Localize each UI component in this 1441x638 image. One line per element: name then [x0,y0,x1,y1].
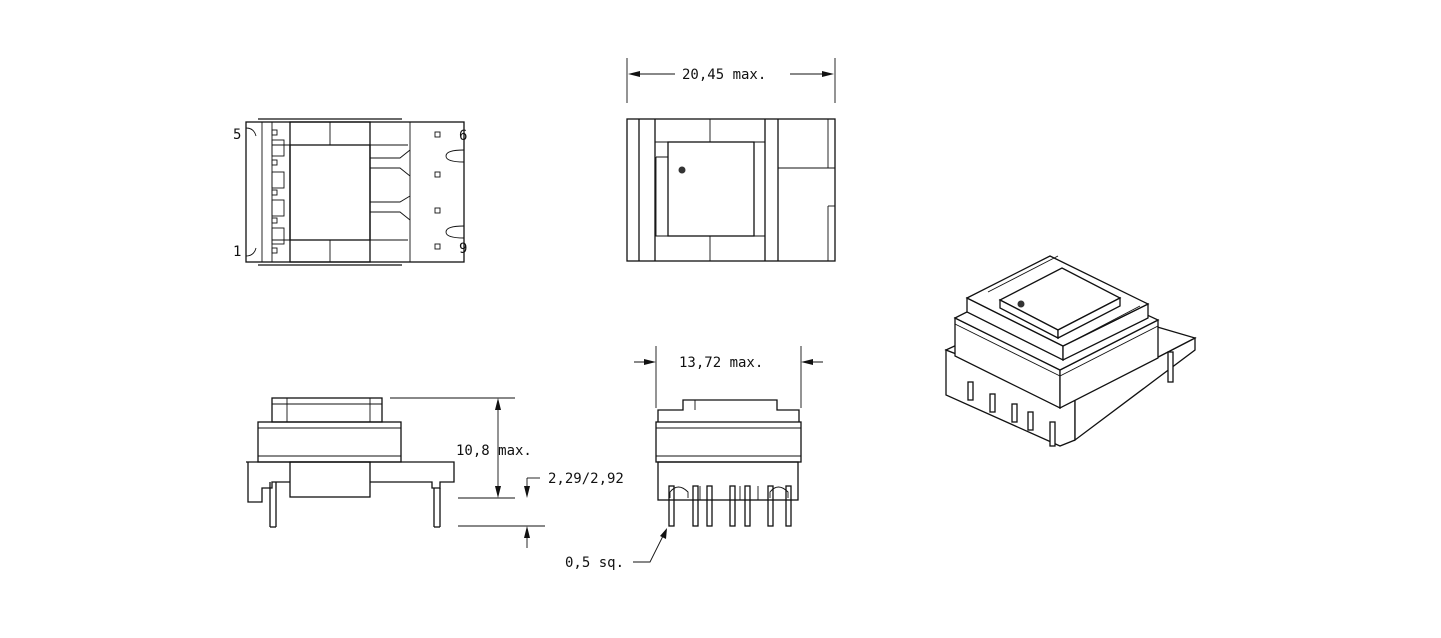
pin-label-1: 1 [233,244,241,260]
bottom-view-outline [245,121,465,263]
right-pin-row [370,122,465,262]
iso-pin1-marker-dot [1017,300,1025,308]
front-view: 10,8 max. 2,29/2,92 [246,397,624,548]
isometric-view [944,255,1197,447]
pin-label-6: 6 [459,128,467,144]
side-pins [668,485,792,527]
depth-dimension: 13,72 max. [634,346,823,408]
pin-label-5: 5 [233,127,241,143]
depth-dimension-label: 13,72 max. [679,355,763,371]
top-view: 20,45 max. [626,58,836,262]
pin-label-9: 9 [459,241,467,257]
iso-pins [967,351,1174,447]
pin-size-label: 0,5 sq. [565,555,624,571]
width-dimension: 20,45 max. [626,58,836,103]
top-core [667,141,755,237]
top-view-outline [626,118,836,262]
width-dimension-label: 20,45 max. [682,67,766,83]
side-view: 13,72 max. 0,5 sq. [565,346,823,571]
bottom-view: 5 1 6 9 [233,118,467,266]
left-pin-row [245,121,285,263]
pin1-marker-dot [678,166,686,174]
height-dimension-label: 10,8 max. [456,443,532,459]
standoff-dimension-label: 2,29/2,92 [548,471,624,487]
core-center [289,144,371,241]
